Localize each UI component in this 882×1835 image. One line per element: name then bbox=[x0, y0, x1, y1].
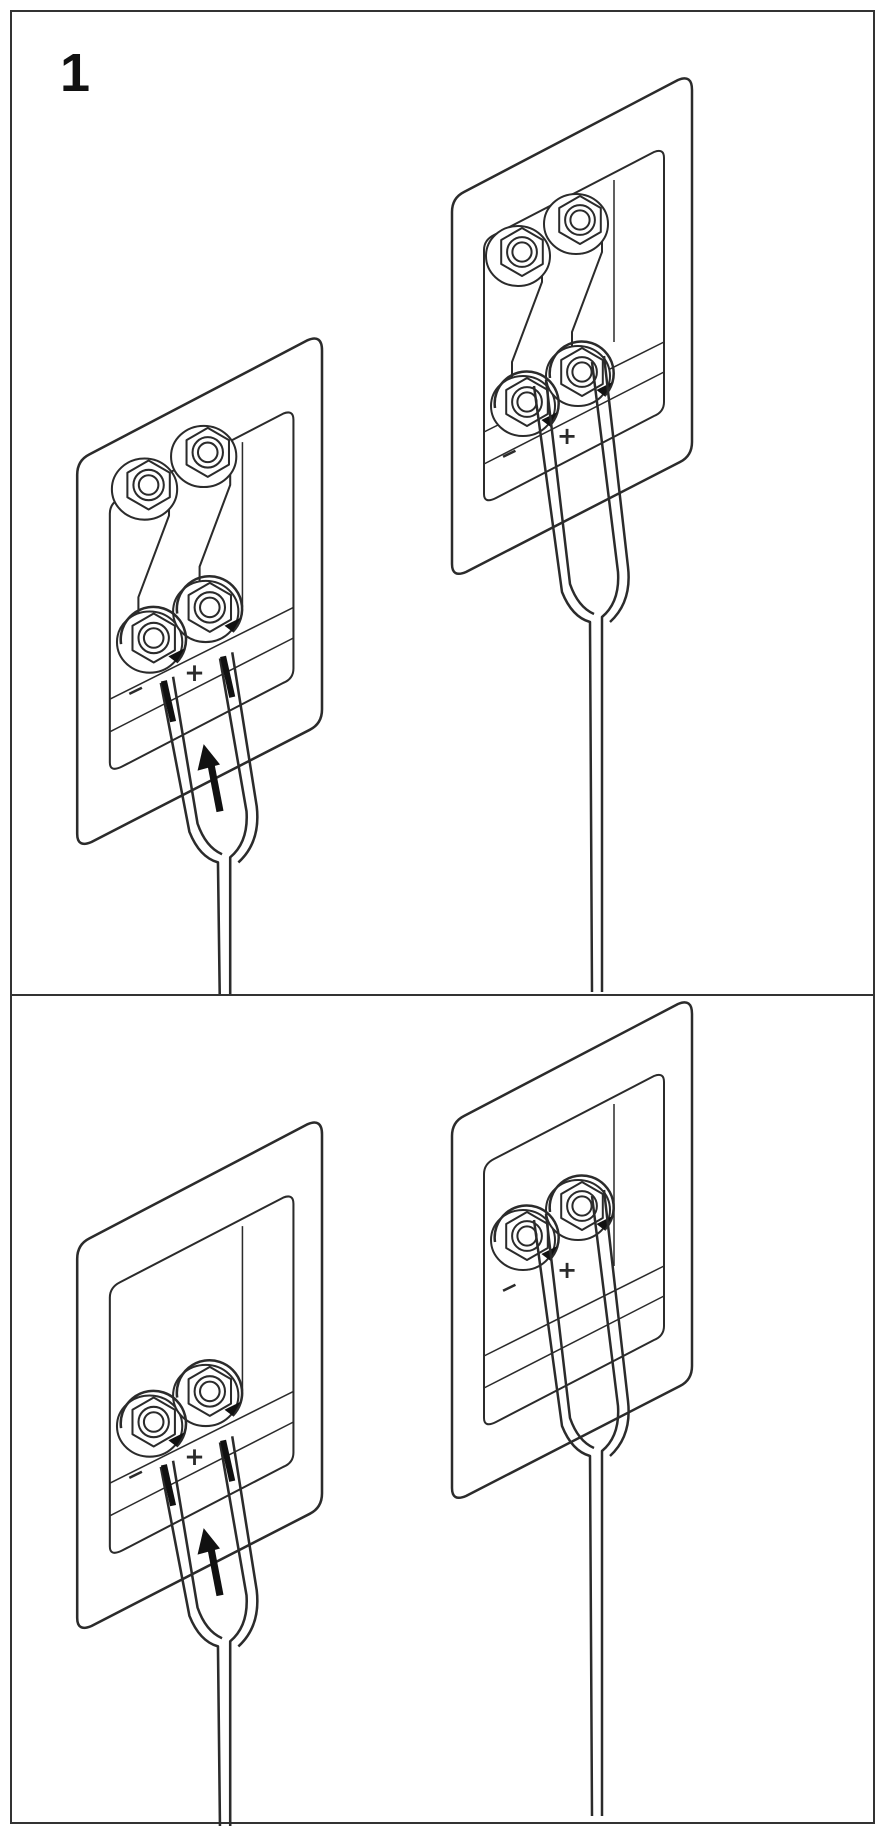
wire-minus-inner bbox=[544, 379, 595, 616]
wire-minus bbox=[532, 1219, 594, 1817]
wire-plus bbox=[218, 1442, 248, 1830]
lower-post-minus bbox=[115, 610, 184, 674]
wire-plus-inner bbox=[230, 652, 259, 864]
wire-minus bbox=[532, 385, 594, 993]
terminal-plate-group: −+ bbox=[75, 1121, 324, 1831]
insert-arrow-head bbox=[197, 744, 220, 771]
insert-arrow-shaft bbox=[206, 757, 224, 813]
terminal-plate-group: −+ bbox=[450, 1001, 694, 1817]
polarity-plus-label: + bbox=[184, 658, 205, 687]
wire-plus-inner bbox=[230, 1436, 259, 1648]
inner-recess bbox=[483, 1073, 665, 1426]
wire-plus-inner bbox=[602, 355, 630, 623]
insert-arrow-head bbox=[197, 1528, 220, 1555]
wire-plus bbox=[590, 361, 620, 992]
rotation-arrow-plus bbox=[175, 1358, 244, 1417]
wire-minus bbox=[159, 682, 222, 1016]
wire-plus bbox=[590, 1195, 620, 1816]
lower-post-plus bbox=[172, 1363, 240, 1428]
wire-plus bbox=[218, 658, 248, 1016]
terminal-plate-inserting-wire-b: −+ bbox=[67, 1116, 397, 1831]
bare-tip-minus bbox=[160, 1464, 177, 1507]
polarity-plus-label: + bbox=[557, 1256, 577, 1284]
recess-edges bbox=[109, 1226, 294, 1517]
rotation-arrow-plus bbox=[175, 574, 244, 633]
rotation-arrow-plus bbox=[548, 1174, 615, 1231]
step-number: 1 bbox=[60, 43, 91, 103]
recess-edges bbox=[109, 442, 294, 733]
rotation-arrow-minus bbox=[119, 605, 188, 664]
lower-post-minus bbox=[490, 1209, 556, 1271]
rotation-arrow-plus bbox=[548, 340, 615, 397]
lower-post-plus bbox=[172, 579, 240, 644]
polarity-plus-label: + bbox=[184, 1442, 205, 1471]
upper-post-right bbox=[170, 424, 238, 489]
upper-post-left bbox=[485, 225, 551, 287]
panel-with-upper-posts: 1 −+ −+ bbox=[10, 10, 875, 1016]
wire-minus-inner bbox=[544, 1213, 595, 1450]
rotation-arrow-minus-head bbox=[168, 1432, 185, 1447]
terminal-plate-group: −+ bbox=[75, 337, 324, 1016]
wire-minus-inner bbox=[171, 1460, 223, 1640]
bare-tip-plus bbox=[220, 655, 236, 698]
bare-tip-plus bbox=[220, 1439, 236, 1482]
wire-minus-inner bbox=[171, 676, 223, 856]
upper-post-left bbox=[110, 457, 179, 521]
upper-post-right bbox=[543, 193, 609, 255]
bare-tip-minus bbox=[160, 680, 177, 723]
rotation-arrow-plus-head bbox=[224, 617, 241, 632]
terminal-plate-inserting-wire: −+ bbox=[67, 332, 397, 1017]
terminal-plate-group: −+ bbox=[450, 77, 694, 993]
rotation-arrow-minus bbox=[493, 1204, 560, 1261]
panel-without-upper-posts: −+ −+ bbox=[10, 994, 875, 1831]
terminal-plate-wire-tightened-b: −+ bbox=[442, 906, 772, 1831]
terminal-plate-wire-tightened: −+ bbox=[442, 72, 772, 1007]
rotation-arrow-minus bbox=[119, 1389, 188, 1448]
rotation-arrow-plus-head bbox=[224, 1401, 241, 1416]
wire-minus bbox=[159, 1466, 222, 1831]
polarity-plus-label: + bbox=[557, 422, 577, 450]
wire-plus-inner bbox=[602, 1189, 630, 1457]
lower-post-minus bbox=[115, 1394, 184, 1458]
lower-post-plus bbox=[545, 345, 611, 407]
rotation-arrow-minus bbox=[493, 370, 560, 427]
insert-arrow-shaft bbox=[206, 1541, 224, 1597]
inner-recess bbox=[108, 1195, 295, 1554]
rotation-arrow-minus-head bbox=[168, 648, 185, 663]
recess-edges bbox=[483, 1104, 665, 1389]
lower-post-plus bbox=[545, 1179, 611, 1241]
inner-recess bbox=[483, 149, 665, 502]
